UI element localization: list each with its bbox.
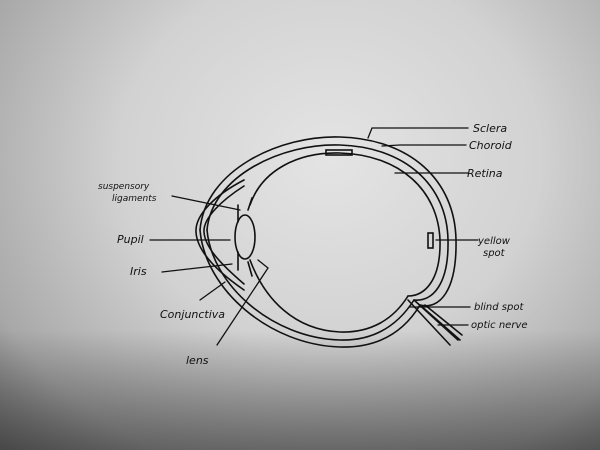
label-yellow-spot-2: spot	[483, 248, 505, 259]
lens-shape	[234, 214, 256, 260]
paper-shadow	[0, 330, 600, 450]
label-retina: Retina	[467, 167, 503, 180]
label-yellow-spot: yellow	[478, 236, 510, 247]
label-iris: Iris	[130, 265, 147, 278]
retina-mark	[325, 149, 353, 156]
label-conjunctiva: Conjunctiva	[160, 308, 226, 321]
eyeball-retina	[249, 152, 441, 333]
cornea	[195, 179, 245, 291]
eyeball-outer-sclera	[199, 136, 461, 348]
label-choroid: Choroid	[469, 139, 512, 152]
eyeball-choroid	[206, 144, 449, 341]
label-lens: lens	[186, 354, 209, 367]
label-optic-nerve: optic nerve	[471, 320, 528, 331]
yellow-spot-mark	[427, 232, 434, 249]
iris-ciliary	[237, 197, 253, 277]
leader-lines	[149, 127, 479, 346]
label-pupil: Pupil	[117, 233, 144, 246]
label-suspensory-ligaments-2: ligaments	[112, 194, 157, 204]
label-sclera: Sclera	[473, 122, 508, 135]
label-suspensory-ligaments: suspensory	[98, 182, 150, 192]
label-blind-spot: blind spot	[474, 302, 524, 313]
